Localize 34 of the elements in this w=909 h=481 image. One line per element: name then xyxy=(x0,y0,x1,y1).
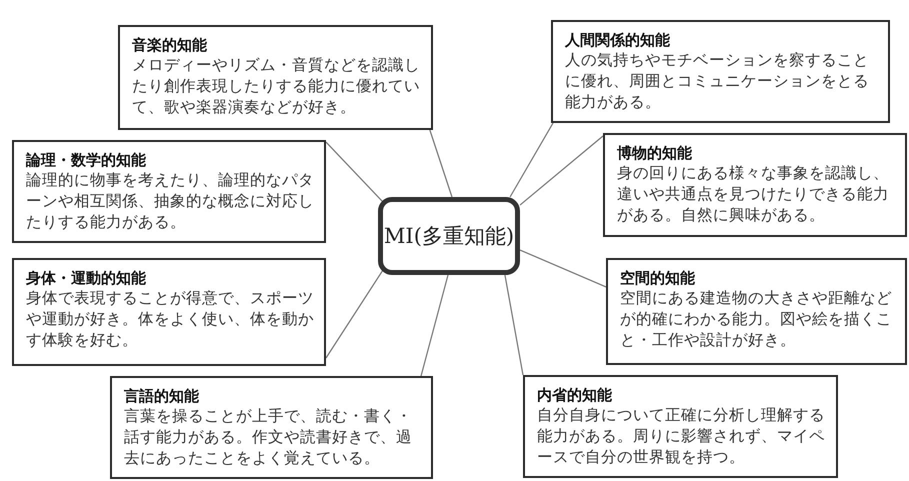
topic-box xyxy=(523,375,838,478)
topic-description: 論理的に物事を考えたり、論理的なパターンや相互関係、抽象的な概念に対応したりする能力がある。 xyxy=(26,170,314,233)
topic-description: 身体で表現することが得意で、スポーツや運動が好き。体をよく使い、体を動かす体験を好む。 xyxy=(26,288,314,351)
connector-line xyxy=(520,136,604,206)
connector-line xyxy=(420,274,449,376)
topic-heading: 内省的知能 xyxy=(537,385,613,405)
topic-heading: 論理・数学的知能 xyxy=(26,150,147,170)
topic-description: メロディーやリズム・音質などを認識したり創作表現したりする能力に優れていて、歌や楽器演奏などが好き。 xyxy=(132,55,421,118)
connector-line xyxy=(326,270,384,358)
topic-heading: 言語的知能 xyxy=(124,386,200,406)
topic-description: 身の回りにある様々な事象を認識し、違いや共通点を見つけたりできる能力がある。自然に興味がある。 xyxy=(617,163,890,226)
topic-description: 空間にある建造物の大きさや距離などが的確にわかる能力。図や絵を描くこと・工作や設計が好き。 xyxy=(620,288,893,351)
topic-box xyxy=(603,133,907,237)
topic-description: 人の気持ちやモチベーションを察することに優れ、周囲とコミュニケーションをとる能力がある。 xyxy=(565,50,870,113)
topic-heading: 身体・運動的知能 xyxy=(26,268,147,288)
topic-box xyxy=(118,25,433,130)
topic-heading: 人間関係的知能 xyxy=(565,30,671,50)
topic-heading: 空間的知能 xyxy=(620,268,696,288)
topic-description: 自分自身について正確に分析し理解する能力がある。周りに影響されず、マイペースで自分の世界観を持つ。 xyxy=(537,405,826,468)
topic-box xyxy=(551,20,890,123)
central-topic-box xyxy=(378,197,520,275)
central-topic-text: MI(多重知能) xyxy=(384,223,514,250)
topic-box xyxy=(12,258,326,366)
topic-description: 言葉を操ることが上手で、読む・書く・話す能力がある。作文や読書好きで、過去にあったことをよく覚えている。 xyxy=(124,406,413,469)
topic-heading: 博物的知能 xyxy=(617,143,693,163)
topic-heading: 音楽的知能 xyxy=(132,35,208,55)
connector-line xyxy=(510,122,554,198)
topic-box xyxy=(110,376,433,479)
connector-line xyxy=(429,130,453,198)
connector-line xyxy=(520,249,606,288)
topic-box xyxy=(606,258,907,365)
topic-box xyxy=(12,140,326,243)
connector-line xyxy=(326,142,384,202)
connector-line xyxy=(504,274,524,376)
